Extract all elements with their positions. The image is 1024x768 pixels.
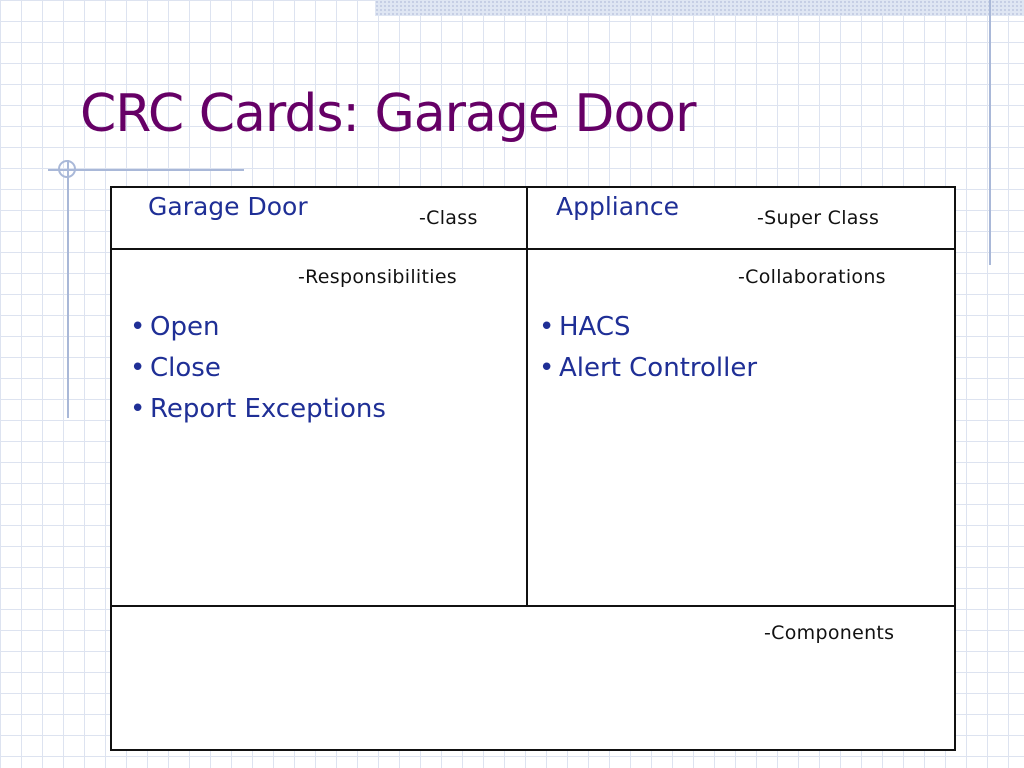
decorative-circle-icon: [58, 160, 76, 178]
slide-title: CRC Cards: Garage Door: [80, 84, 696, 144]
list-item: •Close: [130, 348, 386, 389]
responsibilities-list: •Open •Close •Report Exceptions: [130, 307, 386, 430]
collaborations-label: -Collaborations: [738, 266, 886, 288]
card-divider-bottom: [112, 605, 954, 607]
list-item: •Alert Controller: [539, 348, 757, 389]
responsibilities-label: -Responsibilities: [298, 266, 458, 288]
list-item: •HACS: [539, 307, 757, 348]
super-class-label: -Super Class: [757, 207, 880, 229]
bullet-icon: •: [539, 312, 555, 342]
bullet-icon: •: [539, 353, 555, 383]
collaborations-list: •HACS •Alert Controller: [539, 307, 757, 389]
decorative-top-band: [375, 0, 1024, 16]
decorative-left-line: [67, 160, 69, 418]
crc-card: Garage Door -Class Appliance -Super Clas…: [110, 186, 956, 751]
bullet-icon: •: [130, 312, 146, 342]
decorative-title-underline: [48, 169, 244, 171]
bullet-icon: •: [130, 394, 146, 424]
class-name: Garage Door: [148, 192, 308, 221]
components-label: -Components: [764, 622, 895, 644]
list-item: •Open: [130, 307, 386, 348]
super-class-name: Appliance: [556, 192, 680, 221]
card-divider-top: [112, 248, 954, 250]
card-divider-vertical: [526, 188, 528, 606]
list-item: •Report Exceptions: [130, 389, 386, 430]
bullet-icon: •: [130, 353, 146, 383]
decorative-right-line: [989, 0, 991, 265]
class-label: -Class: [419, 207, 478, 229]
